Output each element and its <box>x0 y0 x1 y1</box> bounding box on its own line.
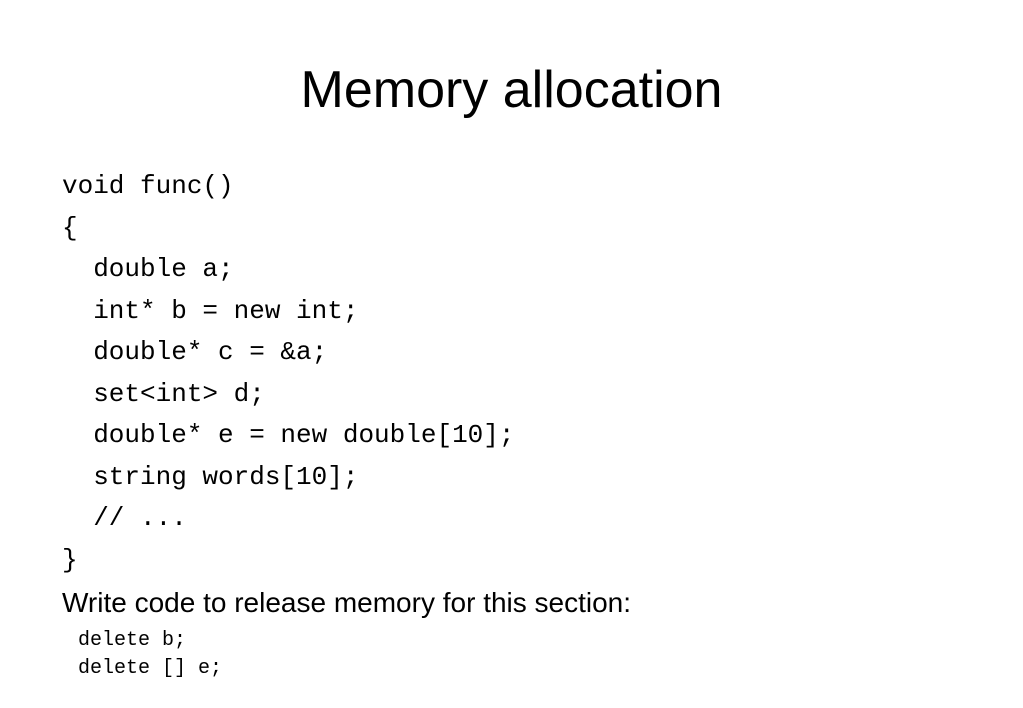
answer-line: delete b; <box>78 629 187 652</box>
answer-code-block: delete b; delete [] e; <box>78 627 222 683</box>
code-line: string words[10]; <box>62 461 359 492</box>
answer-line: delete [] e; <box>78 657 223 680</box>
code-line: int* b = new int; <box>62 295 359 326</box>
code-line: // ... <box>62 503 187 533</box>
code-line: void func() <box>62 171 234 201</box>
slide-title: Memory allocation <box>300 61 723 119</box>
code-block: void func() { double a; int* b = new int… <box>62 166 514 581</box>
code-line: double* e = new double[10]; <box>62 420 515 450</box>
code-line: double* c = &a; <box>62 337 328 367</box>
code-line: { <box>62 212 78 243</box>
code-line: set<int> d; <box>62 378 265 409</box>
code-line: double a; <box>62 254 234 284</box>
code-line: } <box>62 544 78 575</box>
exercise-prompt: Write code to release memory for this se… <box>62 587 632 618</box>
